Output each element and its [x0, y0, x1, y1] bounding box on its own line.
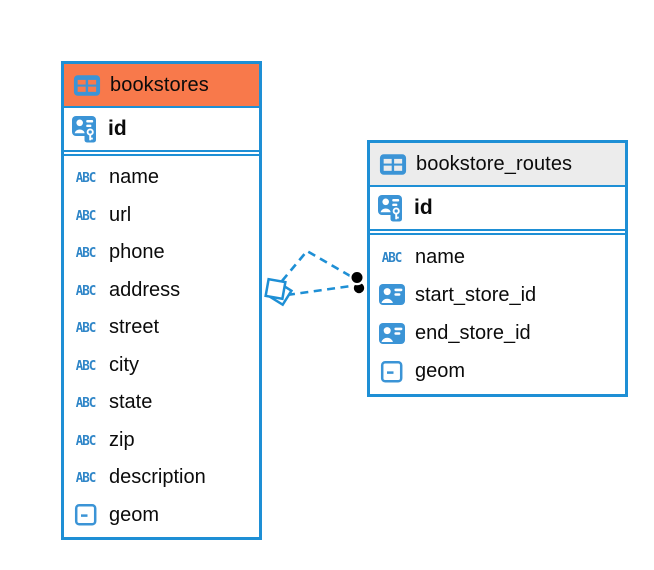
text-type-icon: ABC — [381, 249, 403, 265]
text-type-icon: ABC — [75, 244, 97, 261]
table-header-bookstores[interactable]: bookstores — [64, 64, 259, 108]
section-divider — [64, 152, 259, 156]
column-name: geom — [109, 503, 160, 526]
text-type-icon: ABC — [75, 319, 97, 336]
text-type-icon: ABC — [75, 394, 97, 411]
text-type-icon: ABC — [75, 169, 97, 186]
table-name: bookstore_routes — [416, 152, 573, 175]
column-row-city[interactable]: ABC city — [64, 347, 259, 385]
connector-diamond-marker-front — [264, 277, 287, 301]
column-row-phone[interactable]: ABC phone — [64, 234, 259, 272]
column-name: geom — [415, 360, 466, 383]
column-name: street — [109, 316, 160, 339]
geometry-type-icon — [71, 503, 100, 527]
entity-table-bookstore-routes[interactable]: bookstore_routes id — [367, 140, 628, 397]
column-row-url[interactable]: ABC url — [64, 197, 259, 235]
column-row-geom[interactable]: geom — [370, 353, 625, 391]
column-row-start-store-id[interactable]: start_store_id — [370, 276, 625, 314]
text-type-icon: ABC — [75, 432, 97, 449]
column-name: phone — [109, 241, 165, 264]
column-row-name[interactable]: ABC name — [370, 238, 625, 276]
table-grid-icon — [72, 74, 101, 97]
column-name: address — [109, 278, 181, 301]
column-name: name — [109, 166, 160, 189]
column-name: url — [109, 203, 132, 226]
column-row-street[interactable]: ABC street — [64, 309, 259, 347]
text-type-icon: ABC — [75, 469, 97, 486]
text-type-icon: ABC — [75, 207, 97, 224]
connector-diamond-marker-back — [266, 280, 294, 307]
table-header-bookstore-routes[interactable]: bookstore_routes — [370, 143, 625, 187]
column-row-name[interactable]: ABC name — [64, 159, 259, 197]
person-card-icon — [377, 322, 406, 346]
table-grid-icon — [378, 153, 407, 176]
person-card-icon — [377, 283, 406, 307]
column-row-description[interactable]: ABC description — [64, 459, 259, 497]
pk-column-name: id — [108, 117, 127, 140]
pk-column-name: id — [414, 196, 433, 219]
fk-link-line-upper[interactable] — [281, 249, 353, 282]
column-name: name — [415, 245, 466, 268]
column-row-state[interactable]: ABC state — [64, 384, 259, 422]
column-name: start_store_id — [415, 283, 537, 306]
geometry-type-icon — [377, 360, 406, 384]
column-name: state — [109, 391, 153, 414]
pk-row-bookstores-id[interactable]: id — [64, 108, 259, 152]
column-row-end-store-id[interactable]: end_store_id — [370, 315, 625, 353]
column-list-bookstores: ABC name ABC url ABC phone ABC address A… — [64, 156, 259, 537]
fk-link-line-lower[interactable] — [286, 284, 352, 297]
text-type-icon: ABC — [75, 357, 97, 374]
column-name: zip — [109, 428, 135, 451]
person-key-icon — [70, 114, 99, 144]
connector-dot-marker-front — [349, 269, 365, 286]
column-list-routes: ABC name start_store_id — [370, 235, 625, 394]
column-row-address[interactable]: ABC address — [64, 272, 259, 310]
column-row-geom[interactable]: geom — [64, 497, 259, 535]
column-name: description — [109, 466, 206, 489]
connector-dot-marker-back — [351, 280, 367, 296]
column-name: city — [109, 353, 139, 376]
entity-table-bookstores[interactable]: bookstores id ABC — [61, 61, 262, 540]
section-divider — [370, 231, 625, 235]
text-type-icon: ABC — [75, 282, 97, 299]
pk-row-routes-id[interactable]: id — [370, 187, 625, 231]
person-key-icon — [376, 193, 405, 223]
column-row-zip[interactable]: ABC zip — [64, 422, 259, 460]
table-name: bookstores — [110, 73, 209, 96]
column-name: end_store_id — [415, 322, 531, 345]
